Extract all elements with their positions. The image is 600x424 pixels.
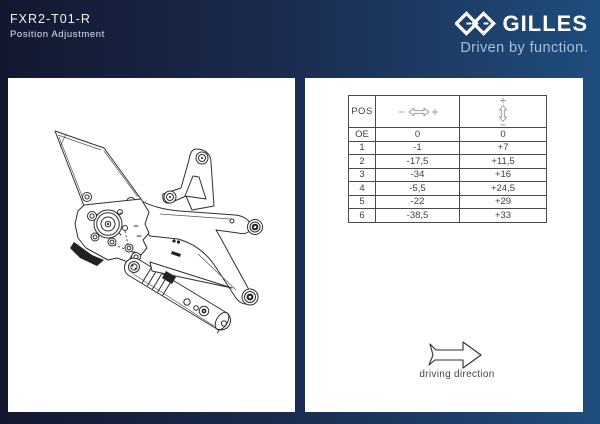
pos-cell: 6 — [348, 208, 376, 223]
horizontal-adjustment-icon — [375, 95, 460, 128]
vertical-value: +33 — [459, 208, 547, 223]
vertical-value: +16 — [459, 167, 547, 182]
driving-direction-arrow-icon — [425, 340, 487, 370]
brand-lockup: GILLES Driven by function. — [408, 10, 588, 56]
vertical-value: +11,5 — [459, 154, 547, 169]
table-row: OE 0 0 — [348, 127, 547, 142]
vertical-adjustment-icon — [459, 95, 547, 128]
pos-cell: 2 — [348, 154, 376, 169]
horizontal-value: -38,5 — [375, 208, 460, 223]
table-row: 5 -22 +29 — [348, 194, 547, 209]
brand-name: GILLES — [502, 10, 588, 36]
vertical-value: +7 — [459, 140, 547, 155]
horizontal-value: -17,5 — [375, 154, 460, 169]
vertical-value: +24,5 — [459, 181, 547, 196]
pos-cell: 4 — [348, 181, 376, 196]
pos-cell: OE — [348, 127, 376, 142]
horizontal-value: -22 — [375, 194, 460, 209]
page-title: FXR2-T01-R — [10, 12, 91, 26]
page-subtitle: Position Adjustment — [10, 29, 105, 40]
horizontal-value: 0 — [375, 127, 460, 142]
driving-direction-label: driving direction — [419, 369, 495, 380]
position-adjustment-table: POS OE 0 0 1 -1 +7 2 -17,5 +11,5 3 — [348, 95, 547, 223]
table-row: 2 -17,5 +11,5 — [348, 154, 547, 169]
horizontal-value: -5,5 — [375, 181, 460, 196]
brand-tagline: Driven by function. — [460, 40, 588, 56]
pos-cell: 1 — [348, 140, 376, 155]
table-row: 3 -34 +16 — [348, 167, 547, 182]
table-row: 4 -5,5 +24,5 — [348, 181, 547, 196]
horizontal-value: -1 — [375, 140, 460, 155]
rearset-technical-drawing — [54, 130, 263, 334]
vertical-value: 0 — [459, 127, 547, 142]
vertical-value: +29 — [459, 194, 547, 209]
pos-cell: 5 — [348, 194, 376, 209]
table-row: 6 -38,5 +33 — [348, 208, 547, 223]
pos-column-header: POS — [348, 95, 376, 128]
gilles-logo-icon — [454, 10, 497, 37]
table-header-row: POS — [348, 95, 547, 128]
horizontal-value: -34 — [375, 167, 460, 182]
pos-cell: 3 — [348, 167, 376, 182]
table-row: 1 -1 +7 — [348, 140, 547, 155]
